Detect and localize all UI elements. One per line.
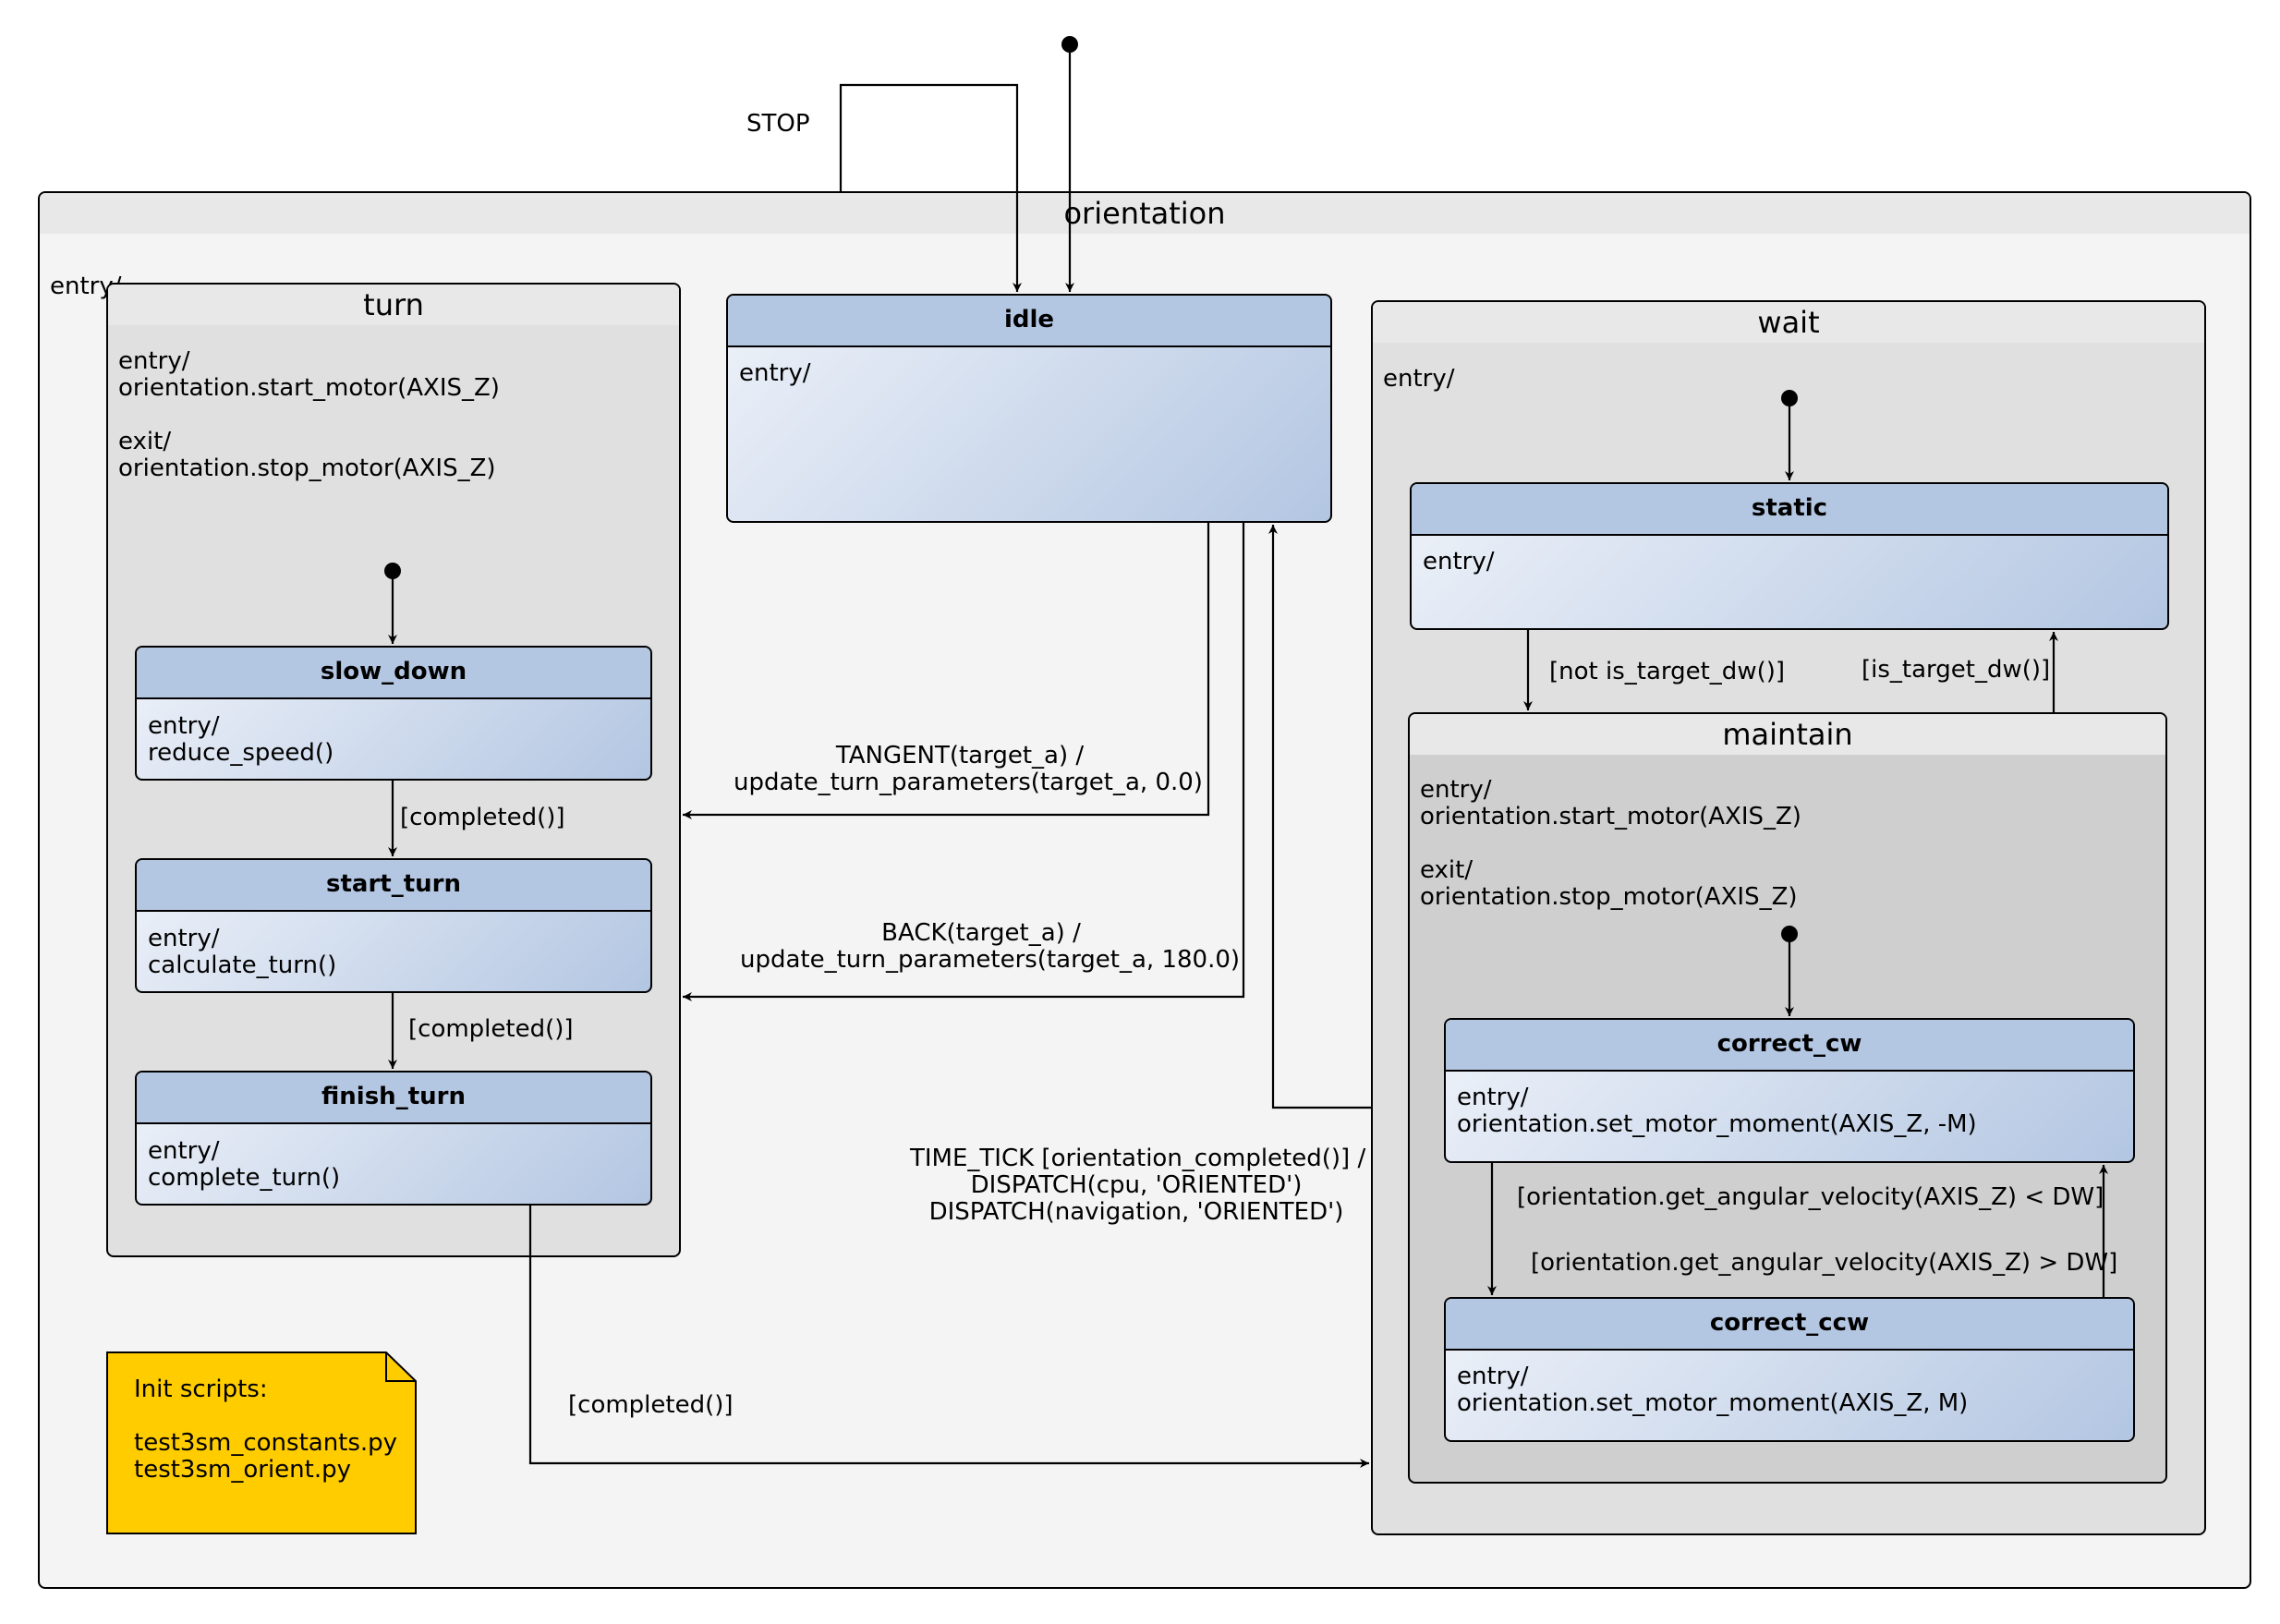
state-correct-cw[interactable]: correct_cw entry/ orientation.set_motor_… <box>1444 1018 2135 1163</box>
guard-slow-down-completed: [completed()] <box>400 804 565 831</box>
state-correct-ccw[interactable]: correct_ccw entry/ orientation.set_motor… <box>1444 1297 2135 1442</box>
state-idle[interactable]: idle entry/ <box>726 294 1332 523</box>
state-actions: entry/ orientation.set_motor_moment(AXIS… <box>1457 1084 1977 1138</box>
state-actions: entry/ <box>1423 548 1495 576</box>
state-finish-turn[interactable]: finish_turn entry/ complete_turn() <box>135 1071 652 1206</box>
initial-pseudostate-maintain <box>1781 926 1798 942</box>
state-name: finish_turn <box>137 1073 650 1124</box>
tangent-transition-edge <box>683 523 1210 819</box>
turn-title: turn <box>363 287 424 322</box>
wait-header <box>1373 302 2204 343</box>
completed-to-wait-edge <box>528 1206 1369 1468</box>
state-actions: entry/ <box>739 359 811 387</box>
wait-title: wait <box>1757 305 1820 340</box>
maintain-header <box>1410 714 2165 755</box>
state-name: start_turn <box>137 860 650 912</box>
state-start-turn[interactable]: start_turn entry/ calculate_turn() <box>135 858 652 993</box>
state-static[interactable]: static entry/ <box>1410 482 2169 630</box>
initial-pseudostate-wait <box>1781 390 1798 406</box>
state-name: idle <box>728 296 1330 347</box>
guard-not-target-label: [not is_target_dw()] <box>1549 658 1786 685</box>
guard-start-turn-completed: [completed()] <box>408 1015 574 1043</box>
completed-to-wait-label: [completed()] <box>568 1391 734 1419</box>
state-name: slow_down <box>137 648 650 699</box>
tangent-label: TANGENT(target_a) / update_turn_paramete… <box>734 742 1203 796</box>
state-slow-down[interactable]: slow_down entry/ reduce_speed() <box>135 646 652 781</box>
state-name: correct_ccw <box>1446 1299 2133 1351</box>
state-actions: entry/ complete_turn() <box>148 1137 341 1192</box>
back-label: BACK(target_a) / update_turn_parameters(… <box>740 919 1241 974</box>
stop-transition-edge <box>839 83 1022 292</box>
turn-actions: entry/ orientation.start_motor(AXIS_Z) e… <box>118 347 500 482</box>
guard-target-label: [is_target_dw()] <box>1862 656 2051 684</box>
orientation-header <box>40 193 2250 234</box>
state-actions: entry/ reduce_speed() <box>148 712 334 767</box>
wait-entry: entry/ <box>1383 365 1455 393</box>
back-transition-edge <box>683 523 1245 1001</box>
orientation-title: orientation <box>1063 196 1226 231</box>
state-actions: entry/ calculate_turn() <box>148 925 337 979</box>
time-tick-transition-edge <box>1268 525 1371 1109</box>
initial-pseudostate-turn <box>384 563 401 579</box>
maintain-title: maintain <box>1722 717 1853 752</box>
stop-label: STOP <box>746 110 810 138</box>
guard-lt-label: [orientation.get_angular_velocity(AXIS_Z… <box>1517 1183 2104 1211</box>
maintain-actions: entry/ orientation.start_motor(AXIS_Z) e… <box>1420 776 1801 911</box>
time-tick-label: TIME_TICK [orientation_completed()] / DI… <box>910 1145 1366 1226</box>
state-name: correct_cw <box>1446 1020 2133 1072</box>
turn-header <box>108 285 679 325</box>
guard-gt-label: [orientation.get_angular_velocity(AXIS_Z… <box>1531 1249 2118 1277</box>
state-actions: entry/ orientation.set_motor_moment(AXIS… <box>1457 1363 1969 1417</box>
note-text: Init scripts: test3sm_constants.py test3… <box>134 1376 398 1484</box>
state-name: static <box>1412 484 2167 536</box>
initial-pseudostate-top <box>1061 36 1078 53</box>
